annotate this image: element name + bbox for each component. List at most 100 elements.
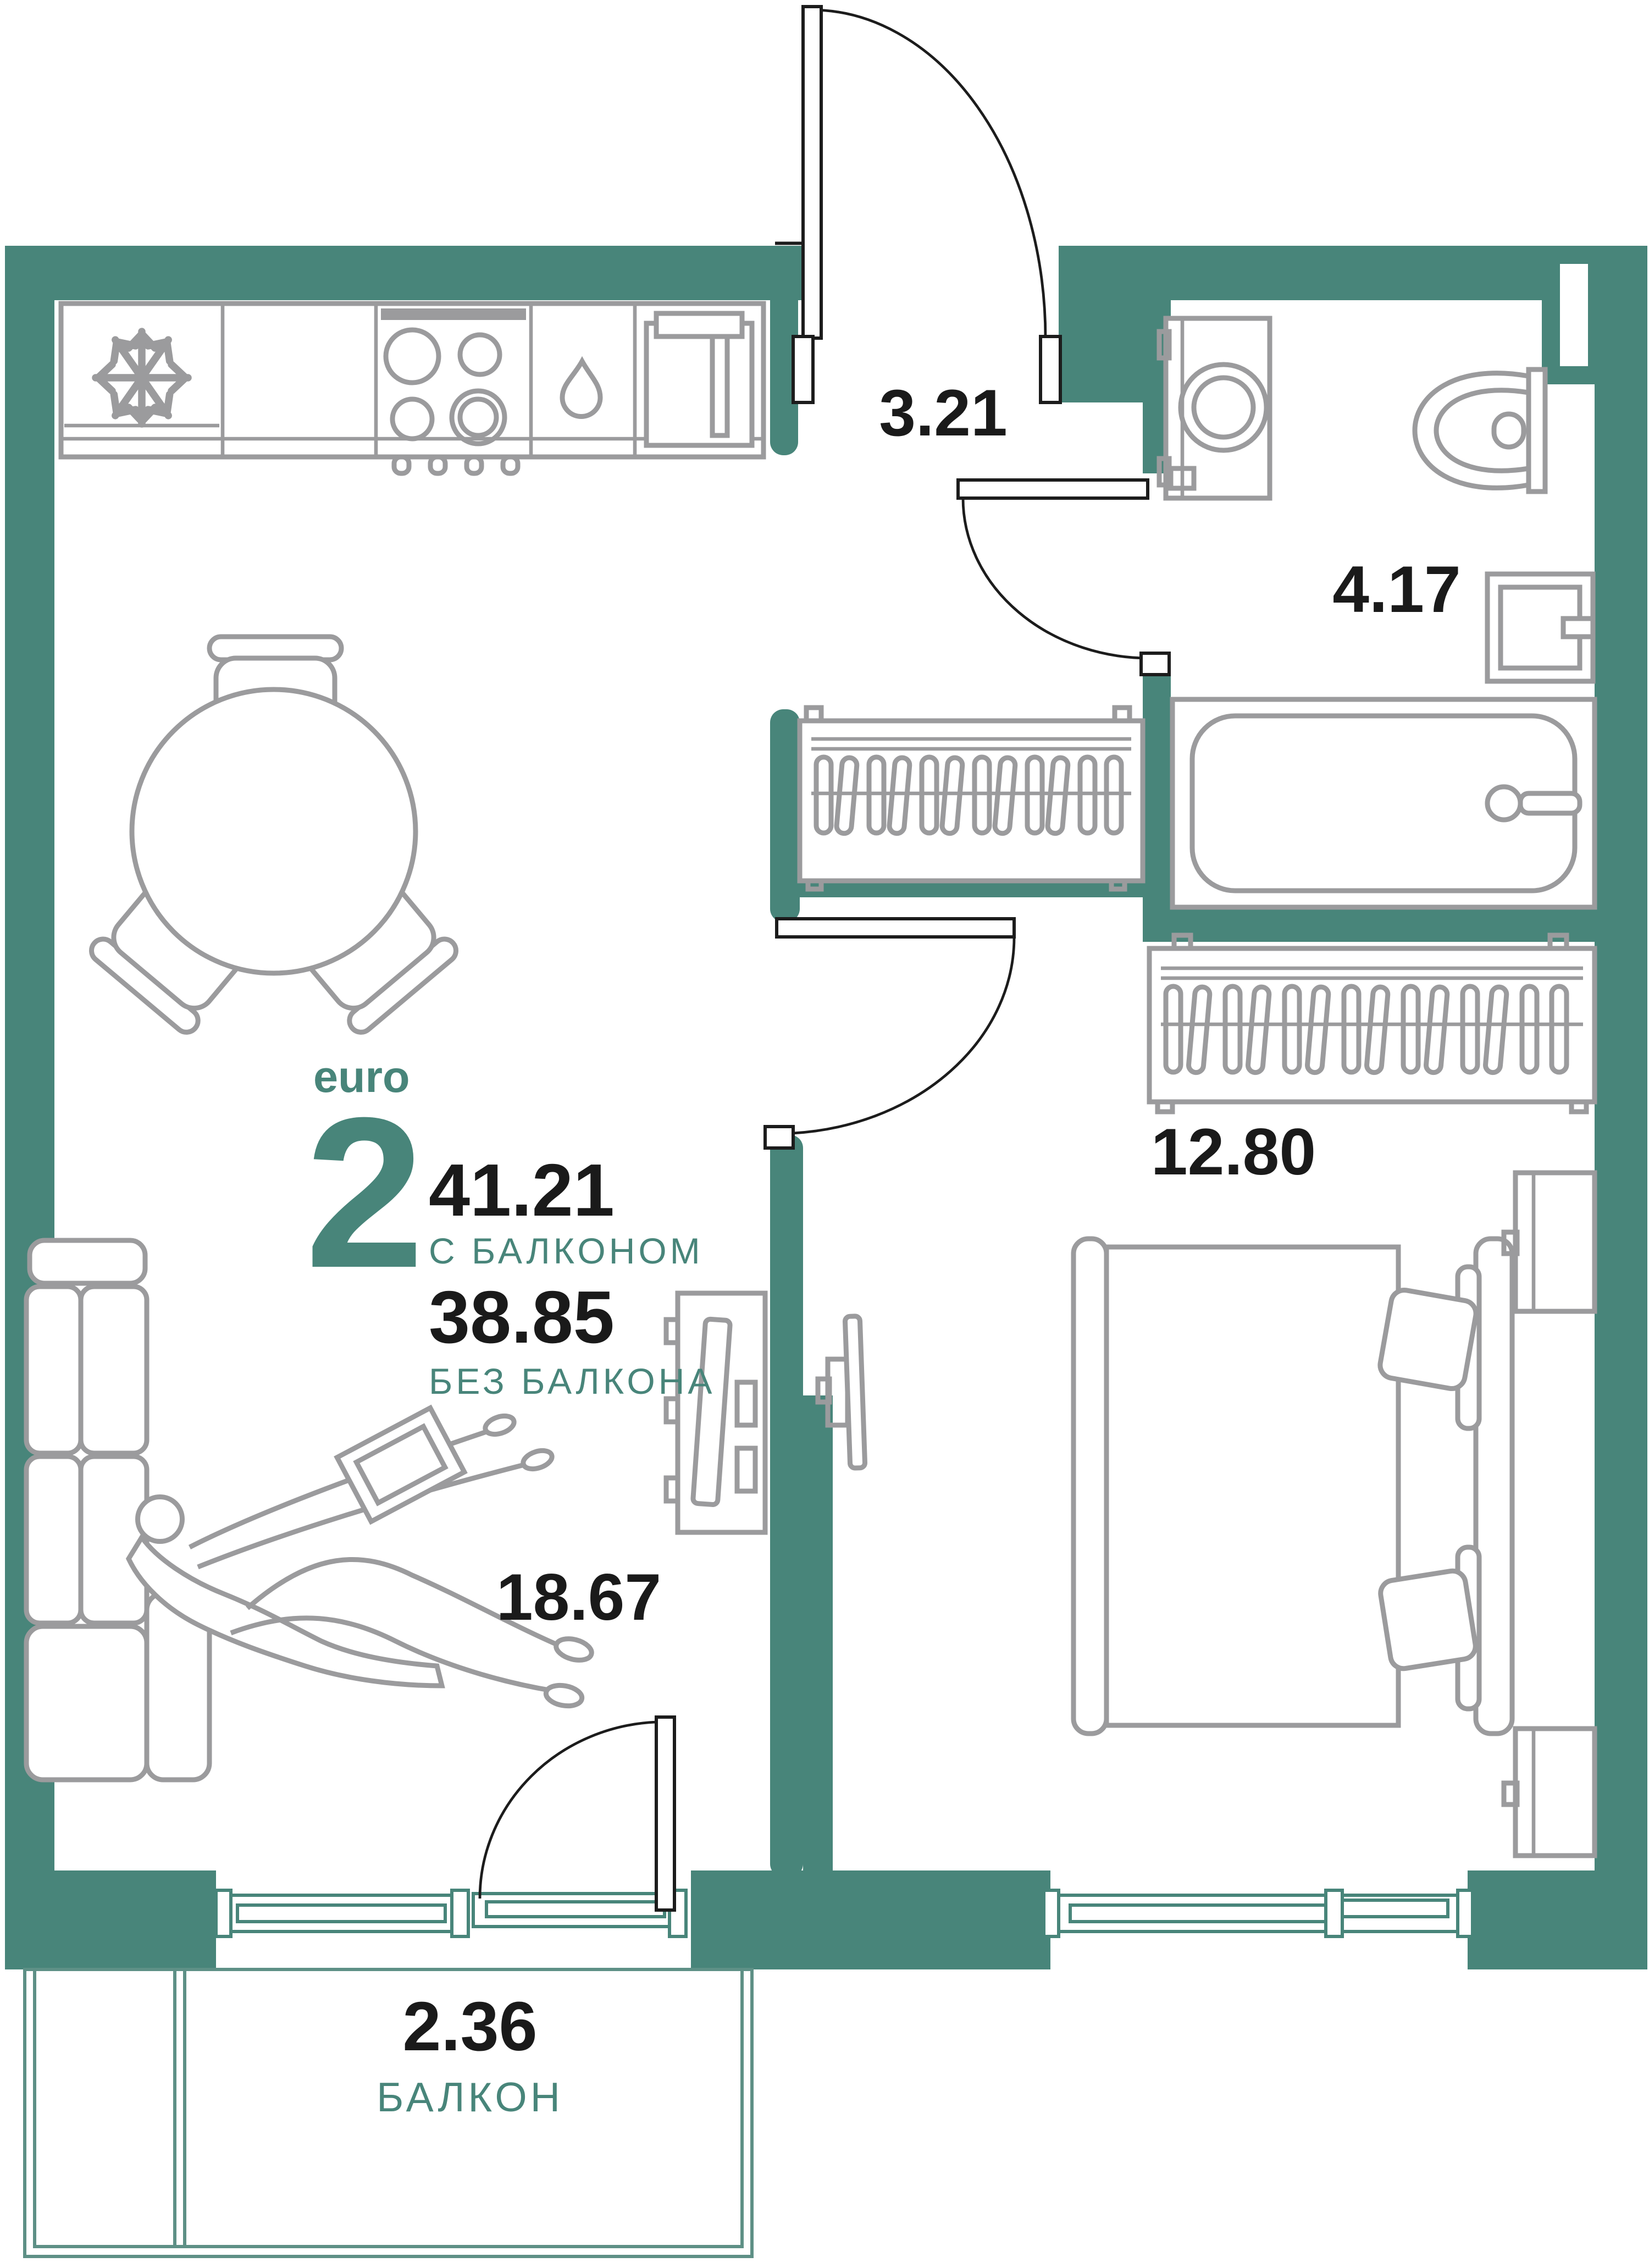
wardrobe-foot-right — [1569, 1099, 1589, 1114]
toilet-flush — [1491, 411, 1526, 450]
right-wall-shaft-block — [1542, 246, 1647, 384]
nightstand-top — [1501, 1170, 1597, 1314]
sofa-seat-cushion-1 — [78, 1284, 150, 1456]
tv-screen-bedroom — [842, 1314, 867, 1471]
bed-blanket — [1104, 1244, 1401, 1728]
living-window-balcony-door — [214, 1889, 688, 1938]
bedroom-window-mullion-r — [1456, 1889, 1474, 1938]
washer-hinge-top — [1156, 329, 1172, 361]
hall-closet-frame — [797, 718, 1146, 884]
stove — [381, 308, 526, 476]
bathtub — [1170, 697, 1597, 910]
bathroom-door — [956, 478, 1171, 676]
burner-4-outer — [449, 388, 507, 446]
sofa-armrest-top — [27, 1238, 148, 1286]
closet-tab-right — [1112, 705, 1132, 724]
balcony-door-leaf — [655, 1715, 676, 1912]
cabinet-shelf-1 — [734, 1379, 758, 1428]
sink-faucet-stem — [710, 334, 730, 438]
stove-knob-2 — [428, 454, 448, 476]
balcony-door-glass — [485, 1900, 666, 1918]
kitchen-hall-stub — [770, 280, 798, 455]
nightstand-handle — [1501, 1229, 1520, 1256]
round-table — [129, 687, 418, 976]
pillow-1 — [1377, 1287, 1479, 1392]
mullion-2 — [450, 1889, 470, 1938]
person-hand-2 — [521, 1448, 555, 1472]
wardrobe-tab-left — [1171, 932, 1193, 951]
bedroom-window-mullion — [1324, 1889, 1344, 1938]
bathroom-bedroom-wall — [1143, 907, 1595, 942]
living-area-label: 18.67 — [496, 1560, 661, 1634]
bedroom-window-glass-left — [1069, 1903, 1331, 1923]
bed-headboard — [1473, 1236, 1515, 1736]
burner-4-inner — [457, 396, 499, 438]
closet-tab-left — [804, 705, 824, 724]
person-foot-1 — [554, 1636, 594, 1663]
kitchen-sink — [644, 311, 755, 448]
book — [334, 1404, 468, 1525]
entrance-door — [775, 5, 1062, 404]
top-wall-left — [5, 246, 805, 300]
burner-3 — [390, 396, 435, 442]
closet-left-stub — [770, 709, 800, 922]
bathroom-area-label: 4.17 — [1332, 553, 1461, 626]
right-wall — [1595, 246, 1647, 1969]
nightstand-handle-2 — [1501, 1780, 1520, 1807]
bathroom-door-arc — [961, 498, 1153, 660]
tv-screen-living — [690, 1316, 733, 1507]
bathtub-drain — [1485, 784, 1523, 823]
entrance-door-arc — [811, 8, 1047, 339]
tv-cabinet-living — [663, 1290, 768, 1535]
bedroom-window — [1042, 1889, 1474, 1938]
dining-set — [89, 634, 458, 1035]
washer-door-inner — [1191, 375, 1256, 440]
living-door-arc — [793, 936, 1016, 1135]
person-foot-2 — [543, 1682, 585, 1709]
tv-mount-tab — [815, 1376, 832, 1405]
mullion-1 — [214, 1889, 233, 1938]
apartment-info-block: euro 2 41.21 С БАЛКОНОМ 38.85 БЕЗ БАЛКОН… — [305, 1052, 712, 1401]
person-legs — [230, 1557, 562, 1693]
balcony-name-label: БАЛКОН — [377, 2074, 563, 2120]
entrance-jamb-left — [792, 335, 815, 404]
sofa-corner-seat — [24, 1624, 150, 1783]
bathroom-door-stop — [1139, 652, 1171, 676]
vent-shaft — [1560, 264, 1588, 366]
bottom-wall-mid — [691, 1870, 1050, 1969]
cabinet-tab-3 — [663, 1475, 680, 1504]
burner-1 — [383, 327, 441, 385]
sink-basin — [644, 321, 755, 448]
cabinet-tab-1 — [663, 1317, 680, 1345]
entrance-door-leaf — [801, 5, 823, 340]
balcony-inner-frame — [33, 1968, 744, 2248]
living-bedroom-divider — [770, 1135, 803, 1877]
washing-machine — [1156, 316, 1272, 501]
bottom-wall-left — [5, 1870, 216, 1969]
closet-foot-right — [1109, 878, 1127, 892]
area-with-balcony: 41.21 — [429, 1149, 615, 1232]
living-window-glass — [236, 1903, 447, 1923]
living-door-leaf — [775, 917, 1016, 939]
wardrobe-tab-right — [1547, 932, 1569, 951]
closet-foot-left — [805, 878, 824, 892]
cabinet-tab-2 — [663, 1396, 680, 1425]
person-hand-1 — [483, 1413, 517, 1437]
water-drop-icon — [560, 356, 603, 419]
nightstand-bottom — [1501, 1726, 1597, 1858]
washer-door-outer — [1178, 362, 1269, 453]
bedroom-wardrobe — [1147, 932, 1597, 1114]
sink-faucet-bar — [654, 311, 745, 339]
toilet-bowl — [1412, 371, 1531, 490]
living-bedroom-divider-thick — [803, 1395, 833, 1877]
toilet — [1412, 367, 1548, 494]
stove-knob-1 — [391, 454, 412, 476]
pillow-2 — [1378, 1568, 1478, 1671]
bedroom-window-mullion-l — [1042, 1889, 1060, 1938]
bed-footboard — [1071, 1236, 1109, 1736]
balcony-outline — [23, 1968, 754, 2258]
stove-knob-4 — [500, 454, 521, 476]
balcony-door — [478, 1715, 676, 1912]
